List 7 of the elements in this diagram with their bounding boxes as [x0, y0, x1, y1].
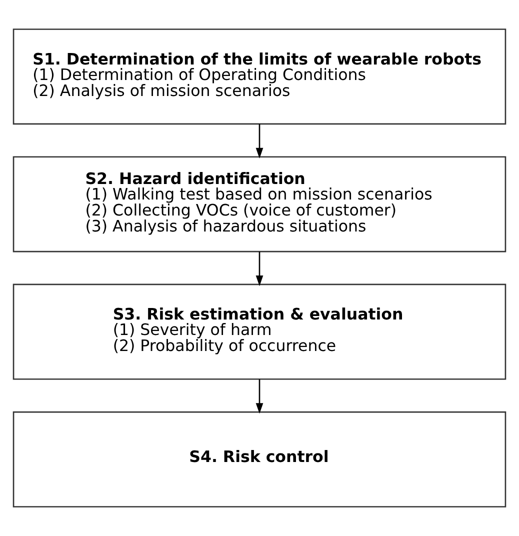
node-box: S4. Risk control: [12, 411, 506, 508]
node-box: S2. Hazard identification (1) Walking test based on mission scenarios (2) Collecting VOCs (voice of customer) (3) Analysis of hazardous situations: [12, 156, 506, 252]
node-box: S1. Determination of the limits of wearable robots (1) Determination of Operating Conditions (2) Analysis of mission scenarios: [12, 28, 506, 125]
arrow: [256, 379, 264, 414]
arrow: [256, 252, 264, 286]
node-box: S3. Risk estimation & evaluation (1) Severity of harm (2) Probability of occurrence: [12, 284, 506, 380]
arrow: [256, 124, 264, 158]
